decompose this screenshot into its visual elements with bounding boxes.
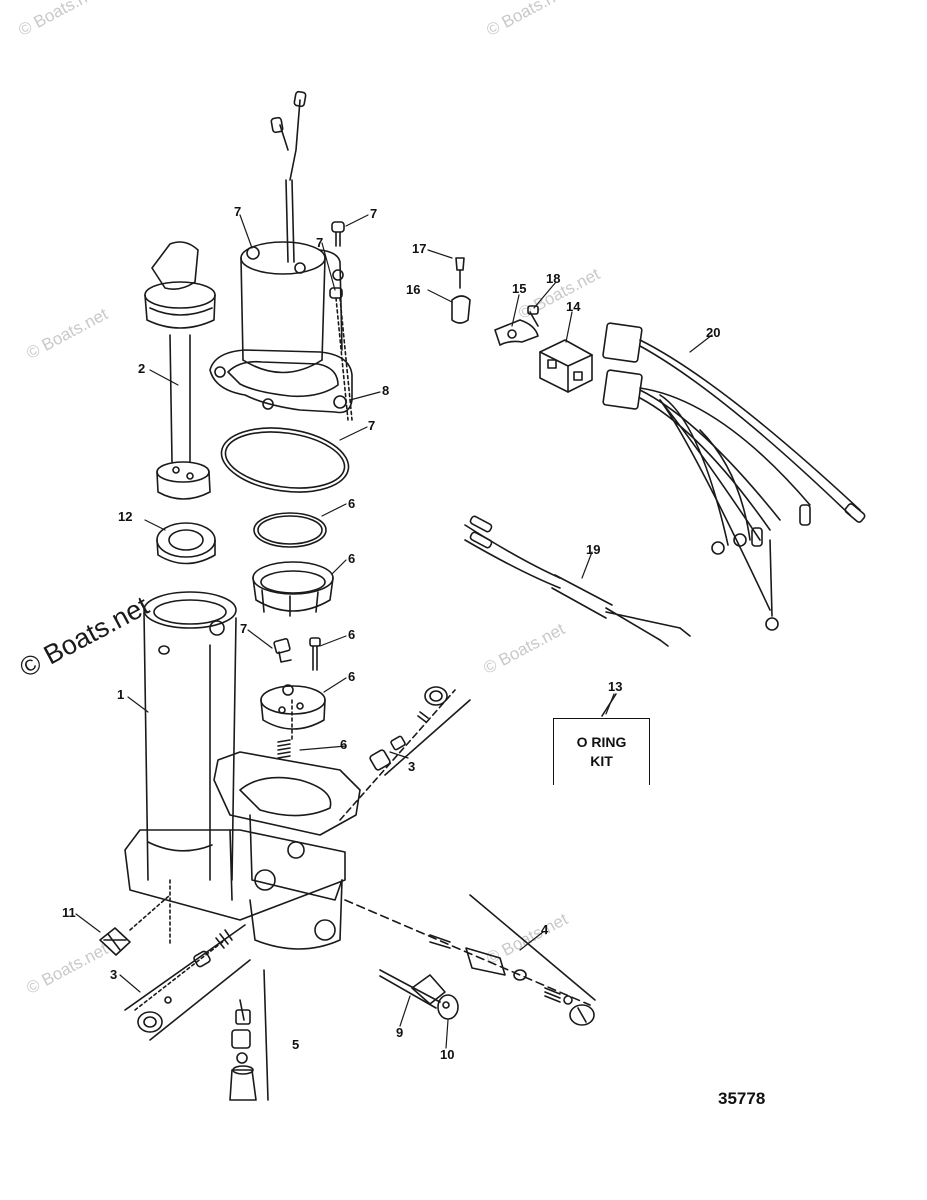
bracket-screw [527, 305, 539, 327]
spring [277, 699, 293, 759]
check-valve-assembly [339, 686, 471, 821]
callout-6: 6 [348, 627, 356, 642]
small-fittings [273, 637, 321, 671]
callout-20: 20 [706, 325, 721, 340]
callout-14: 14 [566, 299, 581, 314]
o-ring-kit-box: O RING KIT [553, 718, 650, 785]
pump-coupler-ring [252, 561, 334, 617]
motor-screws [329, 221, 353, 421]
mounting-bracket [494, 319, 539, 346]
callout-8: 8 [382, 383, 390, 398]
callout-17: 17 [412, 241, 427, 256]
callout-13: 13 [608, 679, 623, 694]
cylinder-seal [156, 522, 216, 565]
fitting-stack [229, 969, 269, 1101]
terminal-nut [451, 257, 471, 324]
pump-cap [260, 684, 326, 730]
callout-19: 19 [586, 542, 601, 557]
o-ring [253, 512, 327, 548]
callout-7: 7 [234, 204, 242, 219]
callout-6: 6 [348, 669, 356, 684]
fill-plug [99, 894, 171, 956]
callout-4: 4 [541, 922, 549, 937]
callout-12: 12 [118, 509, 133, 524]
pump-manifold [124, 751, 361, 950]
callout-10: 10 [440, 1047, 455, 1062]
callout-15: 15 [512, 281, 527, 296]
callout-5: 5 [292, 1037, 300, 1052]
relay-connector [539, 339, 593, 393]
callout-6: 6 [340, 737, 348, 752]
reservoir-cap [144, 241, 216, 329]
trim-sender-cable [464, 515, 691, 647]
kit-arrow [601, 693, 617, 717]
manual-release-valve [344, 894, 596, 1026]
callout-6: 6 [348, 551, 356, 566]
trim-piston-rod [156, 334, 211, 500]
release-valve-shaft [379, 969, 459, 1020]
large-o-ring [220, 427, 350, 493]
callout-11: 11 [62, 905, 76, 920]
callout-3: 3 [408, 759, 416, 774]
callout-1: 1 [117, 687, 125, 702]
callout-16: 16 [406, 282, 421, 297]
trim-cylinder [143, 591, 237, 881]
wiring-harness [602, 322, 866, 631]
callout-9: 9 [396, 1025, 404, 1040]
callout-7: 7 [316, 235, 324, 250]
callout-18: 18 [546, 271, 561, 286]
callout-2: 2 [138, 361, 146, 376]
kit-label-line2: KIT [590, 753, 613, 769]
callout-7: 7 [368, 418, 376, 433]
motor-wire-leads [270, 90, 307, 263]
kit-label-line1: O RING [576, 734, 627, 751]
callout-7: 7 [240, 621, 248, 636]
callout-7: 7 [370, 206, 378, 221]
callout-3: 3 [110, 967, 118, 982]
callout-6: 6 [348, 496, 356, 511]
diagram-number: 35778 [718, 1089, 766, 1108]
left-check-valve [124, 924, 251, 1041]
leader-lines [75, 214, 713, 1049]
motor-flange [209, 349, 353, 414]
